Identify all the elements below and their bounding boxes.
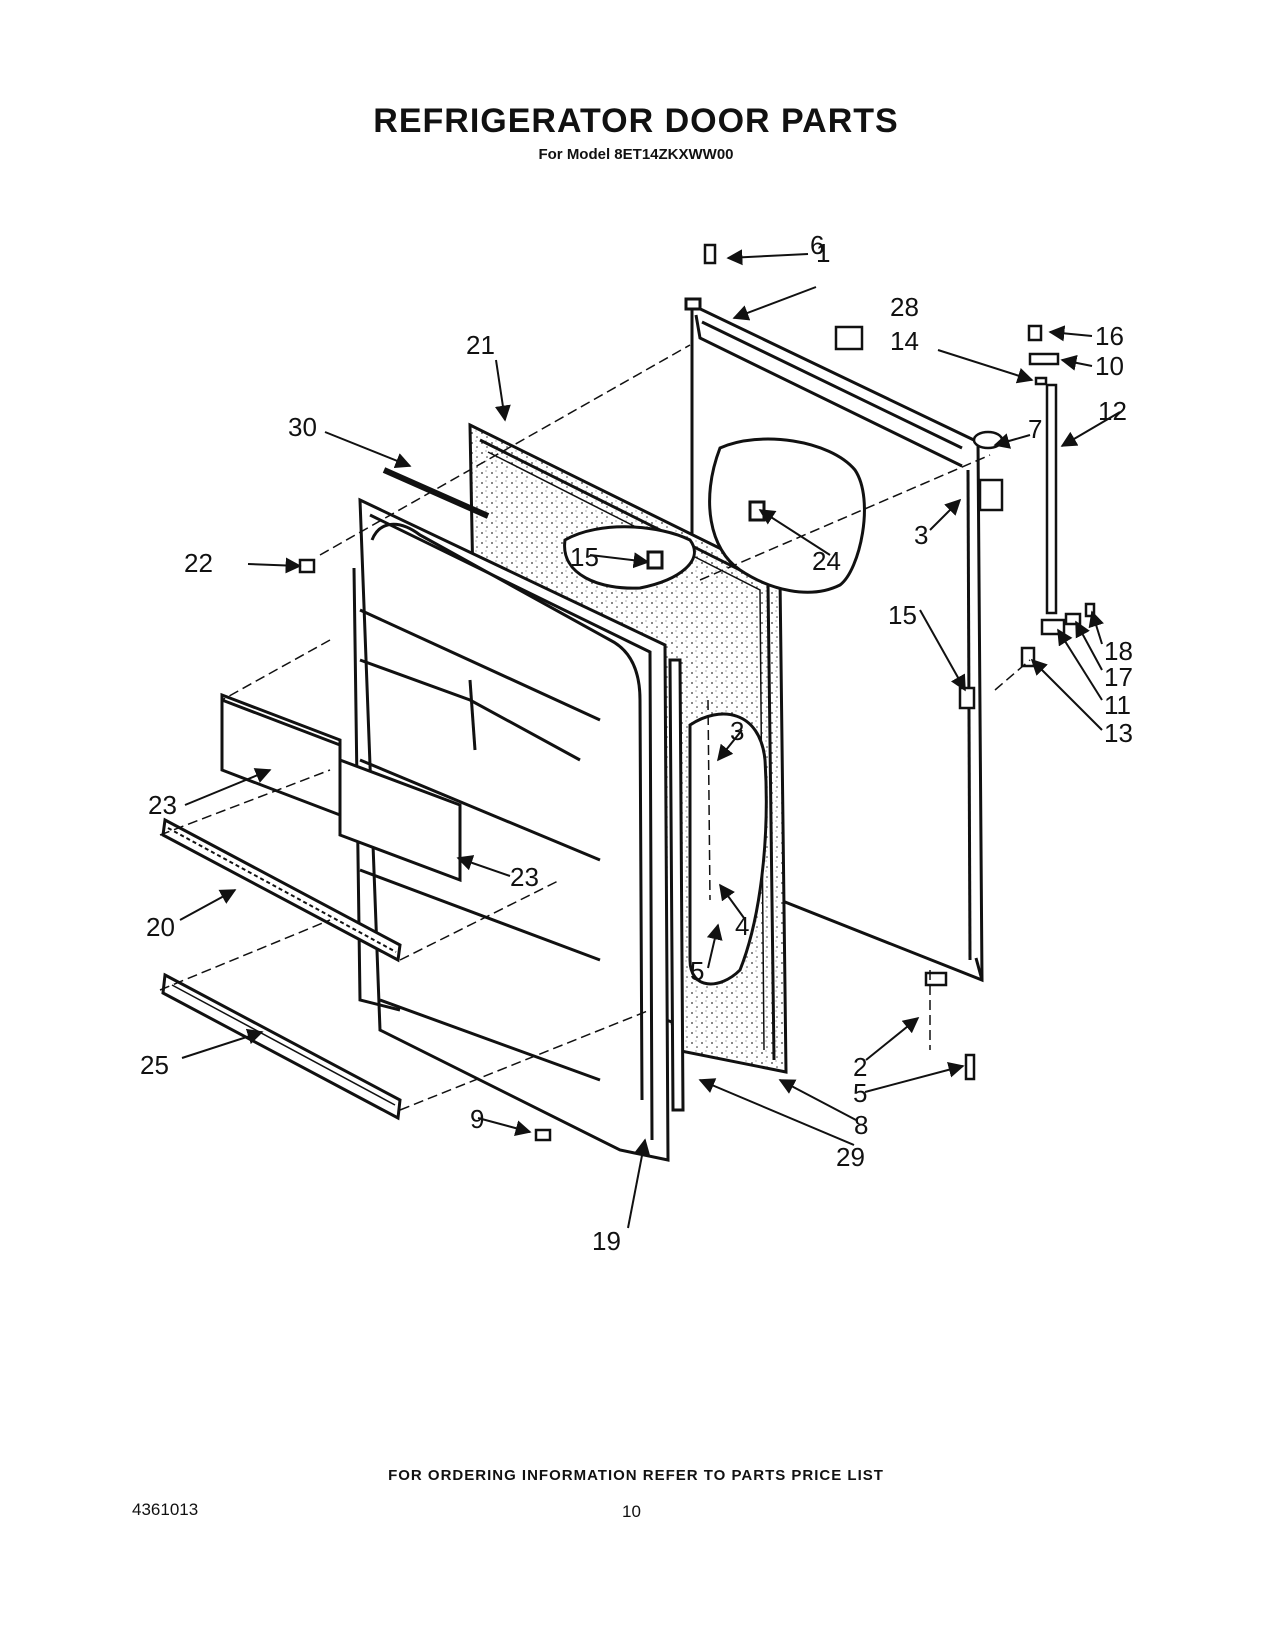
- callout-7: 7: [1028, 414, 1042, 444]
- callout-15-inner: 15: [570, 542, 599, 572]
- model-subtitle: For Model 8ET14ZKXWW00: [538, 146, 734, 163]
- callout-6: 6: [810, 230, 824, 260]
- callout-22: 22: [184, 548, 213, 578]
- page-number: 10: [622, 1502, 641, 1521]
- callout-labels: 1 6 28 14 16 10 12 7 3 24 15 15 18 17 11…: [140, 230, 1133, 1256]
- callout-28: 28: [890, 292, 919, 322]
- callout-4: 4: [735, 911, 749, 941]
- callout-5-inner: 5: [690, 956, 704, 986]
- callout-25: 25: [140, 1050, 169, 1080]
- callout-1: 1: [816, 238, 830, 268]
- callout-5-bottom: 5: [853, 1078, 867, 1108]
- callout-20: 20: [146, 912, 175, 942]
- callout-30: 30: [288, 412, 317, 442]
- callout-23-lower: 23: [510, 862, 539, 892]
- shelf-trim-25: [161, 972, 402, 1121]
- callout-3-hinge: 3: [914, 520, 928, 550]
- door-shelf-lower-23: [338, 757, 462, 883]
- callout-17: 17: [1104, 662, 1133, 692]
- page-title: REFRIGERATOR DOOR PARTS: [373, 102, 899, 140]
- shelf-trim-20: [161, 817, 402, 963]
- callout-14: 14: [890, 326, 919, 356]
- callout-11: 11: [1104, 690, 1131, 720]
- callout-9: 9: [470, 1104, 484, 1134]
- callout-29: 29: [836, 1142, 865, 1172]
- callout-13: 13: [1104, 718, 1133, 748]
- callout-3-inner: 3: [730, 716, 744, 746]
- door-shelf-upper-23: [220, 692, 342, 818]
- callout-24: 24: [812, 546, 841, 576]
- callout-10: 10: [1095, 351, 1124, 381]
- callout-16: 16: [1095, 321, 1124, 351]
- callout-23-upper: 23: [148, 790, 177, 820]
- callout-8: 8: [854, 1110, 868, 1140]
- callout-19: 19: [592, 1226, 621, 1256]
- callout-2: 2: [853, 1052, 867, 1082]
- callout-21: 21: [466, 330, 495, 360]
- callout-12: 12: [1098, 396, 1127, 426]
- callout-15-outer: 15: [888, 600, 917, 630]
- document-number: 4361013: [132, 1500, 199, 1519]
- callout-18: 18: [1104, 636, 1133, 666]
- ordering-note: FOR ORDERING INFORMATION REFER TO PARTS …: [388, 1467, 884, 1484]
- callout-leaders: [179, 249, 1121, 1229]
- assembly-lines: [159, 344, 1031, 1111]
